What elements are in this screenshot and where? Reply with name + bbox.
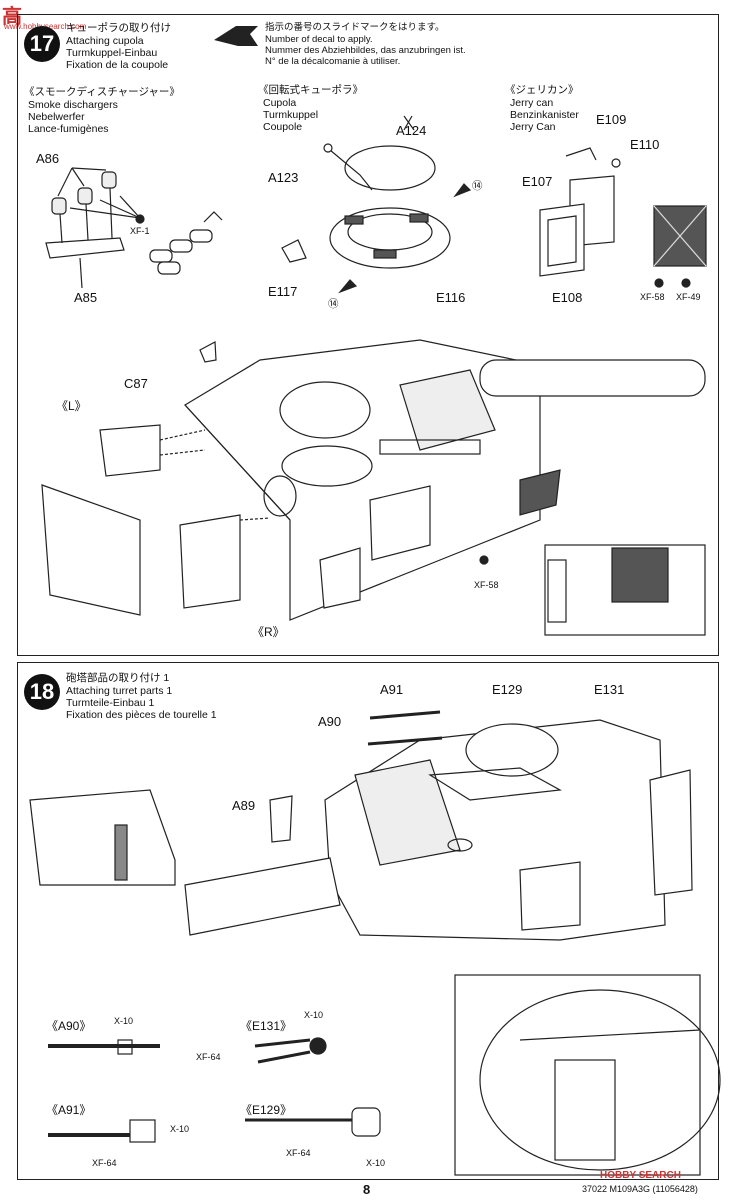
label-a89: A89 (232, 798, 256, 813)
page-number: 8 (363, 1182, 371, 1197)
label-xf58-turret: XF-58 (474, 580, 499, 590)
detail-a91 (48, 1119, 156, 1143)
step-18-number: 18 (24, 674, 60, 710)
step-18-title-en: Attaching turret parts 1 (66, 685, 173, 697)
step-18-panel (17, 662, 719, 1180)
jerry-header-de: Benzinkanister (510, 109, 579, 121)
step-17-number: 17 (24, 26, 60, 62)
jerry-can-parts (539, 147, 707, 277)
smoke-header-de: Nebelwerfer (28, 111, 85, 123)
label-xf58-jerry: XF-58 (640, 292, 665, 302)
smoke-discharger-parts (45, 167, 141, 289)
label-a85: A85 (74, 290, 98, 305)
jerry-header-jp: 《ジェリカン》 (505, 84, 579, 96)
label-e117: E117 (268, 284, 298, 299)
detail-e131-paint-x10: X-10 (304, 1010, 324, 1020)
detail-e131 (254, 1037, 327, 1064)
step-17-panel (17, 14, 719, 656)
turret-front-view (184, 710, 693, 941)
label-e110: E110 (630, 137, 660, 152)
label-c87: C87 (124, 376, 148, 391)
label-left-side: 《L》 (56, 399, 87, 413)
step-18-title-jp: 砲塔部品の取り付け 1 (66, 672, 170, 684)
turret-top-inset (454, 974, 721, 1176)
decal-note-de: Nummer des Abziehbildes, das anzubringen… (265, 45, 466, 56)
turret-assembly (41, 339, 706, 621)
label-e107: E107 (522, 174, 553, 189)
cupola-header-fr: Coupole (263, 121, 303, 133)
decal-note-jp: 指示の番号のスライドマークをはります。 (265, 22, 445, 33)
label-right-side: 《R》 (252, 625, 285, 639)
label-e131: E131 (594, 682, 625, 697)
step-18-title-de: Turmteile-Einbau 1 (66, 697, 155, 709)
detail-a90-paint: X-10 (114, 1016, 134, 1026)
label-a124: A124 (396, 123, 427, 138)
label-e116: E116 (436, 290, 466, 305)
step-17-title-de: Turmkuppel-Einbau (66, 47, 158, 59)
label-a91: A91 (380, 682, 404, 697)
decal-note-fr: N° de la décalcomanie à utiliser. (265, 56, 401, 67)
label-xf49-jerry: XF-49 (676, 292, 701, 302)
cupola-header-en: Cupola (263, 97, 297, 109)
step-17-title-en: Attaching cupola (66, 35, 144, 47)
decal-14-a: ⑭ (472, 180, 483, 192)
detail-e131-paint-xf64: XF-64 (196, 1052, 221, 1062)
cupola-header-jp: 《回転式キューポラ》 (258, 84, 363, 96)
decal-note-en: Number of decal to apply. (265, 34, 373, 45)
detail-a91-paint-xf64: XF-64 (92, 1158, 117, 1168)
footer-brand: HOBBY SEARCH (600, 1170, 681, 1181)
step-17-title-jp: キューポラの取り付け (66, 22, 171, 34)
cupola-header-de: Turmkuppel (263, 109, 319, 121)
turret-side-inset (29, 789, 176, 886)
step-17-title-fr: Fixation de la coupole (66, 59, 169, 71)
label-e109: E109 (596, 112, 627, 127)
label-a90: A90 (318, 714, 342, 729)
detail-e129-paint-x10: X-10 (366, 1158, 386, 1168)
detail-e129-label: 《E129》 (240, 1103, 293, 1117)
label-e108: E108 (552, 290, 583, 305)
label-a86: A86 (36, 151, 60, 166)
smoke-header-jp: 《スモークディスチャージャー》 (24, 86, 180, 98)
detail-a91-paint-x10: X-10 (170, 1124, 190, 1134)
footer-code: 37022 M109A3G (11056428) (582, 1184, 698, 1194)
label-e129: E129 (492, 682, 523, 697)
jerry-header-en: Jerry can (510, 97, 554, 109)
label-a123: A123 (268, 170, 299, 185)
decal-14-b: ⑭ (328, 298, 339, 310)
smoke-header-fr: Lance-fumigènes (28, 123, 109, 135)
label-xf1: XF-1 (130, 226, 150, 236)
detail-a90 (48, 1039, 160, 1055)
jerry-header-fr: Jerry Can (510, 121, 556, 133)
smoke-grenades (149, 211, 223, 275)
detail-a90-label: 《A90》 (46, 1019, 92, 1033)
detail-e129 (245, 1107, 381, 1137)
hull-inset (544, 544, 706, 636)
step-18-title-fr: Fixation des pièces de tourelle 1 (66, 709, 217, 721)
detail-a91-label: 《A91》 (46, 1103, 92, 1117)
smoke-header-en: Smoke dischargers (28, 99, 118, 111)
detail-e129-paint-xf64: XF-64 (286, 1148, 311, 1158)
cupola-parts (281, 115, 451, 269)
detail-e131-label: 《E131》 (240, 1019, 293, 1033)
